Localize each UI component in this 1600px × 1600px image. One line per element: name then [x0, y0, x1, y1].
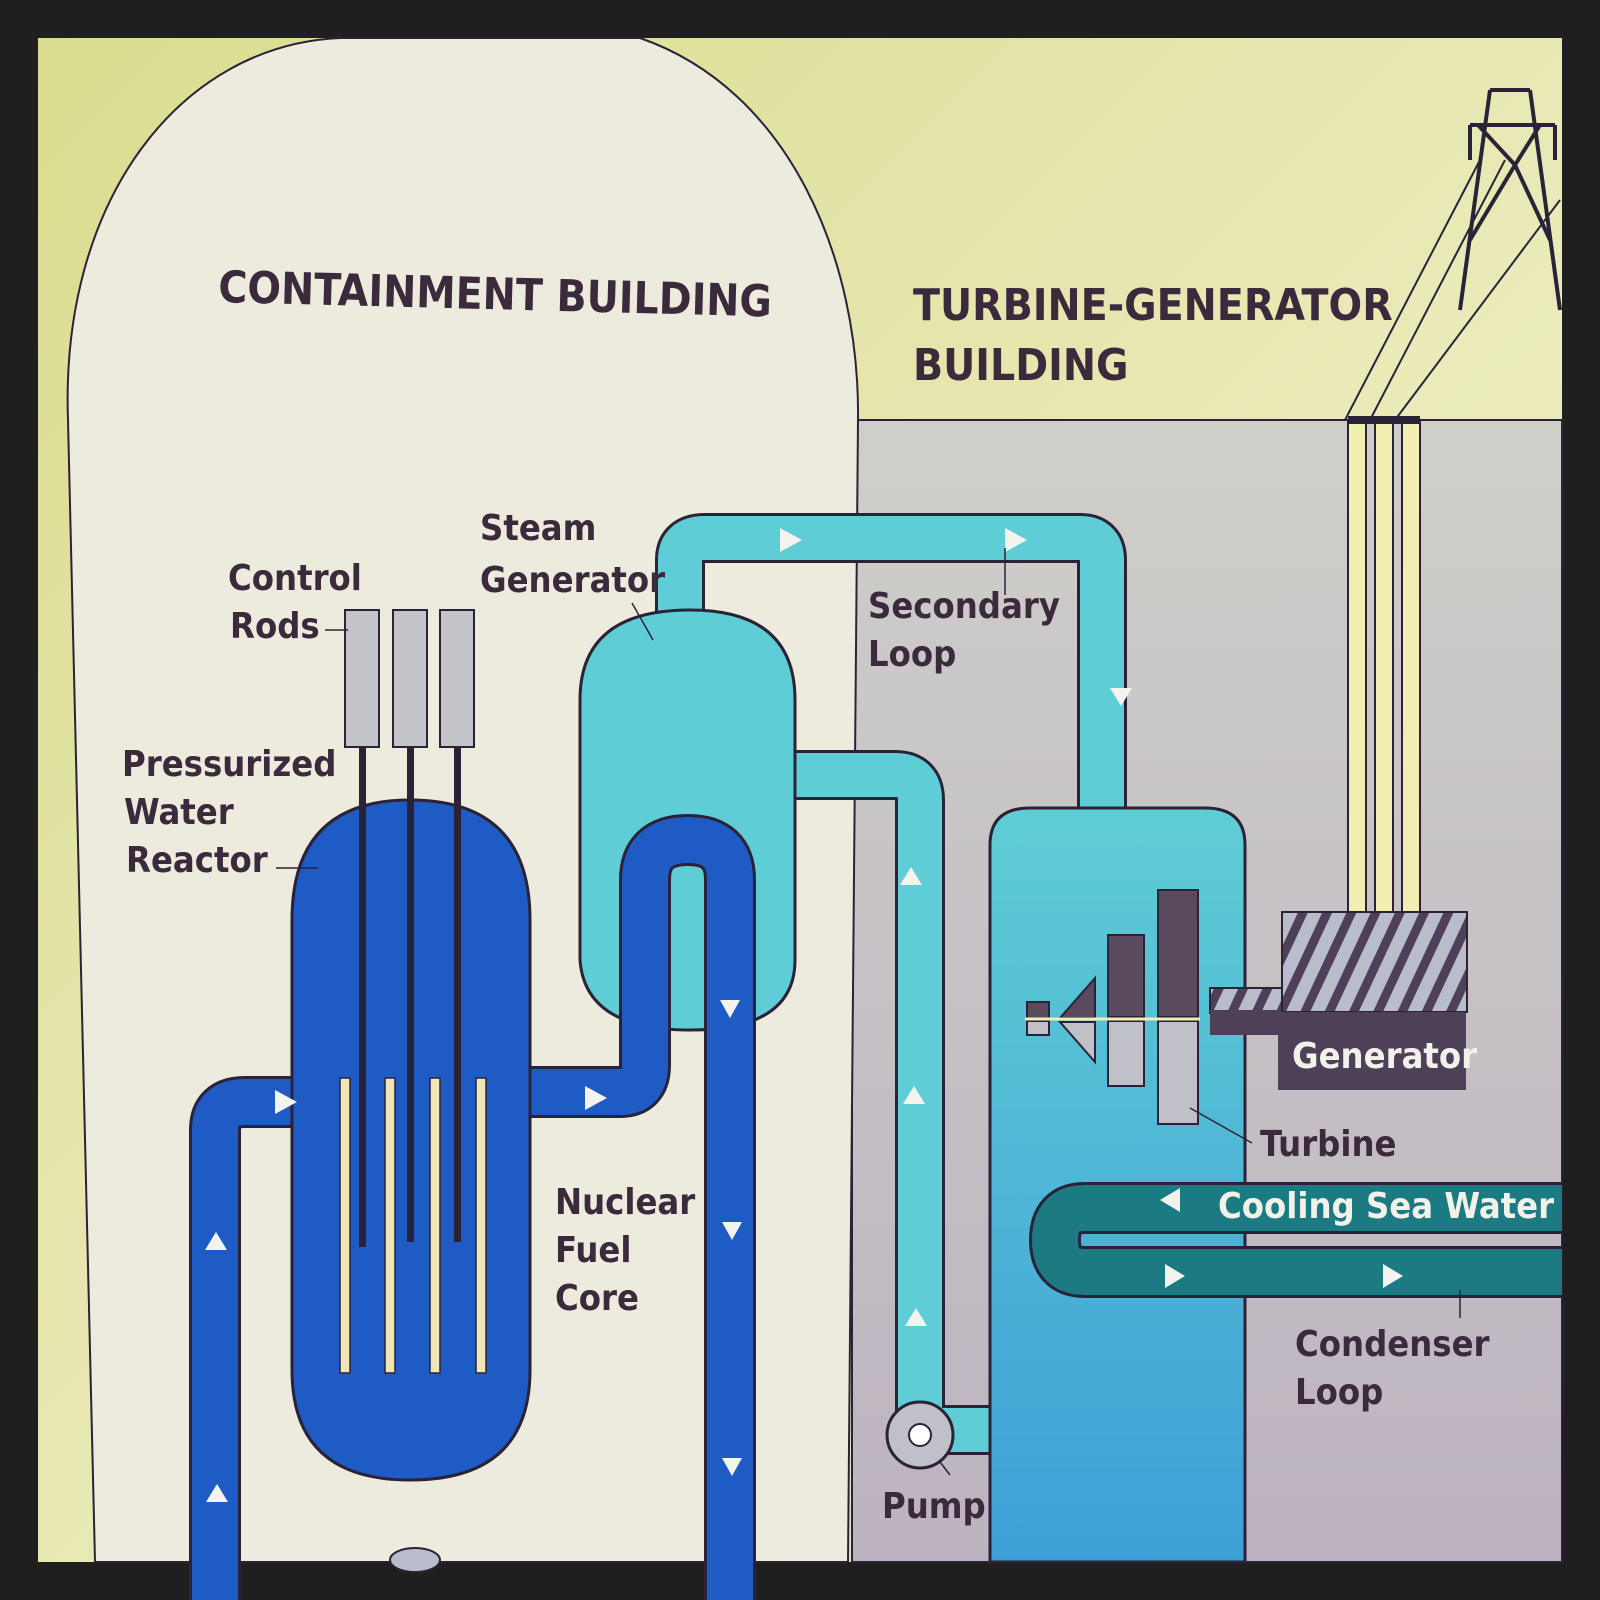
control-rods-label-line2: Rods — [230, 606, 320, 647]
secondary-loop-label-line1: Secondary — [868, 586, 1060, 627]
leader-lines — [276, 548, 1461, 1476]
transmission-tower-icon — [1344, 88, 1562, 421]
condenser-loop-label-line2: Loop — [1295, 1372, 1383, 1413]
steam-generator-label-line1: Steam — [480, 508, 596, 549]
secondary-loop-label-line2: Loop — [868, 634, 956, 675]
reactor-label-line1: Pressurized — [122, 744, 336, 785]
primary-pump-partial — [389, 1547, 441, 1573]
secondary-loop — [655, 513, 1127, 1455]
turbine — [1025, 889, 1200, 1125]
primary-loop — [189, 814, 756, 1600]
cooling-sea-water-loop — [1028, 1182, 1562, 1298]
reactor-label-line3: Reactor — [126, 840, 268, 881]
containment-building — [66, 37, 860, 1563]
fuel-core-label-line3: Core — [555, 1278, 639, 1319]
flow-arrows — [205, 528, 1403, 1502]
control-rods-label-line1: Control — [228, 558, 362, 599]
reactor-label-line2: Water — [124, 792, 234, 833]
fuel-core-label-line2: Fuel — [555, 1230, 631, 1271]
generator: Generator — [1209, 911, 1477, 1090]
cooling-sea-water-label: Cooling Sea Water — [1218, 1186, 1554, 1227]
turbine-building-title-line2: BUILDING — [913, 340, 1128, 391]
control-rods — [344, 609, 475, 1247]
fuel-core-label-line1: Nuclear — [555, 1182, 695, 1223]
generator-label: Generator — [1292, 1036, 1477, 1077]
steam-generator-label-line2: Generator — [480, 560, 665, 601]
turbine-building-title-line1: TURBINE-GENERATOR — [913, 280, 1393, 331]
power-lines — [1347, 416, 1421, 916]
pump-label: Pump — [882, 1486, 986, 1527]
condenser-loop-label-line1: Condenser — [1295, 1324, 1490, 1365]
fuel-rods — [339, 1077, 487, 1374]
pump-icon — [885, 1400, 955, 1470]
turbine-label: Turbine — [1260, 1124, 1397, 1165]
